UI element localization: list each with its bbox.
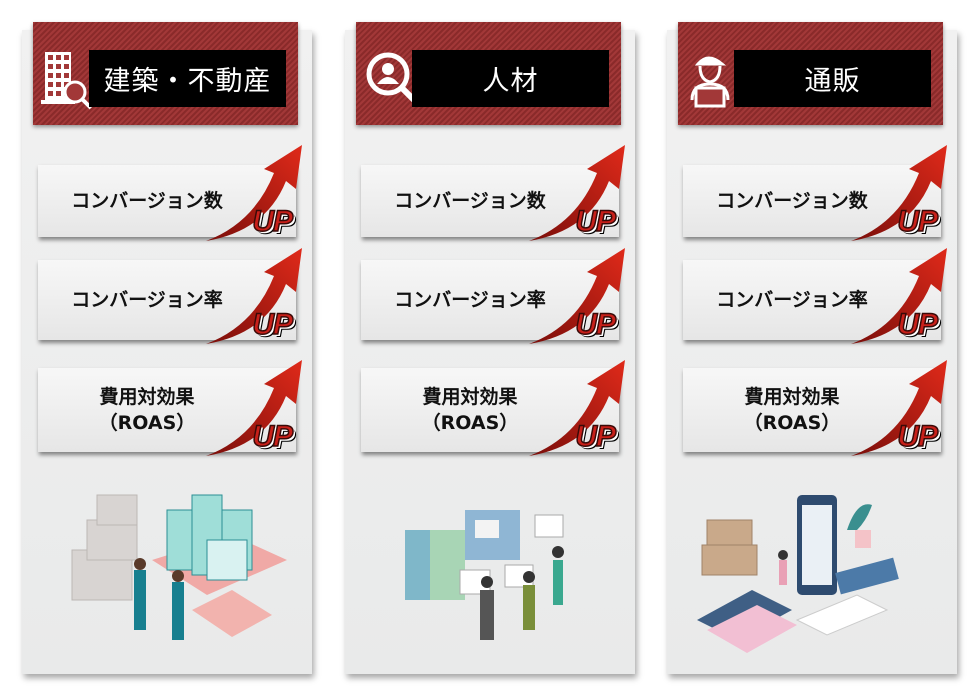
metric-label: 費用対効果 — [744, 386, 840, 408]
category-header: 通販 — [678, 22, 943, 125]
metric-label: コンバージョン率 — [716, 289, 868, 311]
category-column-2: 人材 コンバージョン数 UP コンバージョン率 UP 費用対効果 （ROAS） UP — [345, 0, 645, 700]
category-header: 人材 — [356, 22, 621, 125]
metric-card: 費用対効果 （ROAS） UP — [683, 360, 947, 456]
metric-sublabel: （ROAS） — [421, 412, 519, 434]
building-search-icon — [41, 50, 97, 110]
metric-card: 費用対効果 （ROAS） UP — [38, 360, 302, 456]
metric-card: 費用対効果 （ROAS） UP — [361, 360, 625, 456]
up-badge: UP — [897, 205, 939, 238]
metric-label: 費用対効果 — [99, 386, 195, 408]
metric-label: コンバージョン数 — [394, 190, 546, 212]
up-badge: UP — [252, 205, 294, 238]
category-title: 建築・不動産 — [89, 50, 286, 107]
metric-card: コンバージョン率 UP — [361, 248, 625, 344]
category-column-1: 建築・不動産 コンバージョン数 UP コンバージョン率 UP 費用対効果 （ROAS） UP — [22, 0, 322, 700]
category-illustration — [365, 470, 615, 660]
metric-card: コンバージョン数 UP — [38, 145, 302, 241]
metric-card: コンバージョン率 UP — [683, 248, 947, 344]
metric-label: コンバージョン率 — [71, 289, 223, 311]
metric-label: コンバージョン数 — [716, 190, 868, 212]
category-title: 通販 — [734, 50, 931, 107]
category-column-3: 通販 コンバージョン数 UP コンバージョン率 UP 費用対効果 （ROAS） UP — [667, 0, 967, 700]
metric-sublabel: （ROAS） — [743, 412, 841, 434]
up-badge: UP — [252, 308, 294, 341]
metric-label: 費用対効果 — [422, 386, 518, 408]
up-badge: UP — [575, 420, 617, 453]
metric-sublabel: （ROAS） — [98, 412, 196, 434]
up-badge: UP — [575, 205, 617, 238]
metric-card: コンバージョン数 UP — [361, 145, 625, 241]
up-badge: UP — [897, 420, 939, 453]
delivery-person-icon — [686, 50, 742, 110]
metric-card: コンバージョン率 UP — [38, 248, 302, 344]
metric-card: コンバージョン数 UP — [683, 145, 947, 241]
metric-label: コンバージョン数 — [71, 190, 223, 212]
category-title: 人材 — [412, 50, 609, 107]
category-panel — [345, 30, 635, 674]
up-badge: UP — [897, 308, 939, 341]
category-illustration — [687, 470, 937, 660]
category-header: 建築・不動産 — [33, 22, 298, 125]
metric-label: コンバージョン率 — [394, 289, 546, 311]
up-badge: UP — [252, 420, 294, 453]
up-badge: UP — [575, 308, 617, 341]
category-illustration — [42, 470, 292, 660]
